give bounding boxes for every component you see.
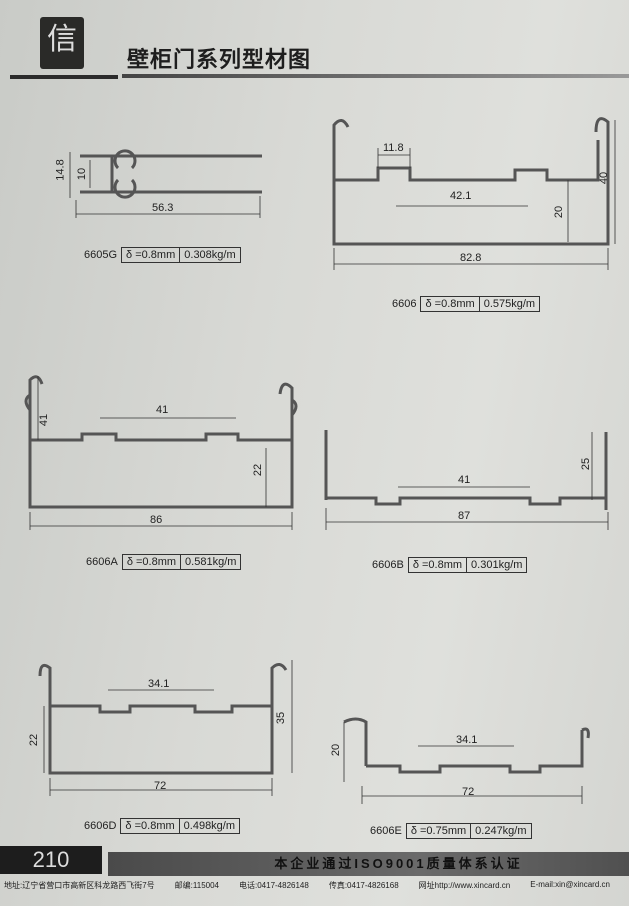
profile-6606A-drawing (24, 375, 298, 509)
postcode: 邮编:115004 (174, 881, 219, 890)
dimension-label: 42.1 (450, 190, 472, 202)
dimension-label: 72 (462, 786, 475, 798)
profile-6606E-drawing (343, 717, 590, 774)
weight-value: 0.498kg/m (178, 819, 239, 833)
profile-code: 6606 (392, 298, 417, 310)
thickness-value: δ =0.8mm (126, 249, 176, 261)
profile-6606B-dims (325, 432, 609, 530)
thickness-value: δ =0.8mm (412, 559, 463, 571)
dimension-label: 41 (38, 413, 51, 427)
page-title: 壁柜门系列型材图 (127, 47, 312, 73)
dimension-label: 11.8 (383, 142, 404, 154)
dimension-label: 22 (28, 733, 41, 747)
profile-code: 6606A (86, 556, 118, 568)
page-number: 210 (0, 846, 102, 874)
dimension-label: 34.1 (456, 734, 478, 746)
profile-code: 6606E (370, 825, 402, 837)
dimension-label: 22 (252, 463, 265, 477)
dimension-label: 56.3 (152, 202, 174, 214)
profile-code: 6606D (84, 820, 117, 832)
weight-value: 0.301kg/m (466, 558, 526, 572)
profile-6605G-dims (69, 152, 261, 218)
dimension-label: 41 (458, 474, 471, 486)
profile-6606-drawing (332, 117, 610, 246)
profile-6606-dims (333, 120, 616, 270)
profile-6606B-drawing (324, 430, 608, 510)
weight-value: 0.581kg/m (180, 555, 240, 569)
thickness-value: δ =0.8mm (425, 298, 475, 310)
profile-6606D-drawing (38, 663, 288, 775)
dimension-label: 34.1 (148, 678, 170, 690)
header-rule (10, 75, 118, 79)
thickness-value: δ =0.8mm (126, 556, 177, 568)
thickness-value: δ =0.8mm (125, 820, 175, 832)
certification-slogan: 本企业通过ISO9001质量体系认证 (108, 852, 629, 876)
dimension-label: 25 (580, 457, 593, 471)
dimension-label: 35 (275, 711, 288, 725)
profile-code: 6605G (84, 249, 118, 261)
weight-value: 0.575kg/m (478, 297, 539, 311)
address: 地址:辽宁省营口市高新区科龙路西飞街7号 (4, 881, 155, 890)
dimension-label: 40 (598, 171, 611, 185)
phone: 电话:0417-4826148 (239, 881, 309, 890)
website-link[interactable]: 网址http://www.xincard.cn (418, 881, 511, 890)
dimension-label: 10 (76, 167, 89, 181)
dimension-label: 20 (553, 205, 566, 219)
dimension-label: 82.8 (460, 252, 482, 264)
dimension-label: 86 (150, 514, 163, 526)
company-seal-logo: 信 (40, 17, 84, 69)
profile-6605G-drawing (80, 149, 262, 199)
dimension-label: 20 (330, 743, 343, 757)
dimension-label: 72 (154, 780, 167, 792)
thickness-value: δ =0.75mm (410, 825, 467, 837)
weight-value: 0.308kg/m (179, 248, 239, 262)
profile-6606D-dims (43, 660, 293, 796)
dimension-label: 41 (156, 404, 169, 416)
profile-code: 6606B (372, 559, 404, 571)
dimension-label: 87 (458, 510, 471, 522)
email-link[interactable]: E-mail:xin@xincard.cn (530, 880, 610, 889)
header-rule (122, 74, 629, 78)
profile-6606A-dims (29, 376, 293, 530)
dimension-label: 14.8 (54, 159, 67, 181)
weight-value: 0.247kg/m (470, 824, 530, 838)
fax: 传真:0417-4826168 (328, 881, 399, 890)
profile-6606E-dims (343, 722, 583, 804)
contact-footer: 地址:辽宁省营口市高新区科龙路西飞街7号 邮编:115004 电话:0417-4… (4, 880, 629, 891)
